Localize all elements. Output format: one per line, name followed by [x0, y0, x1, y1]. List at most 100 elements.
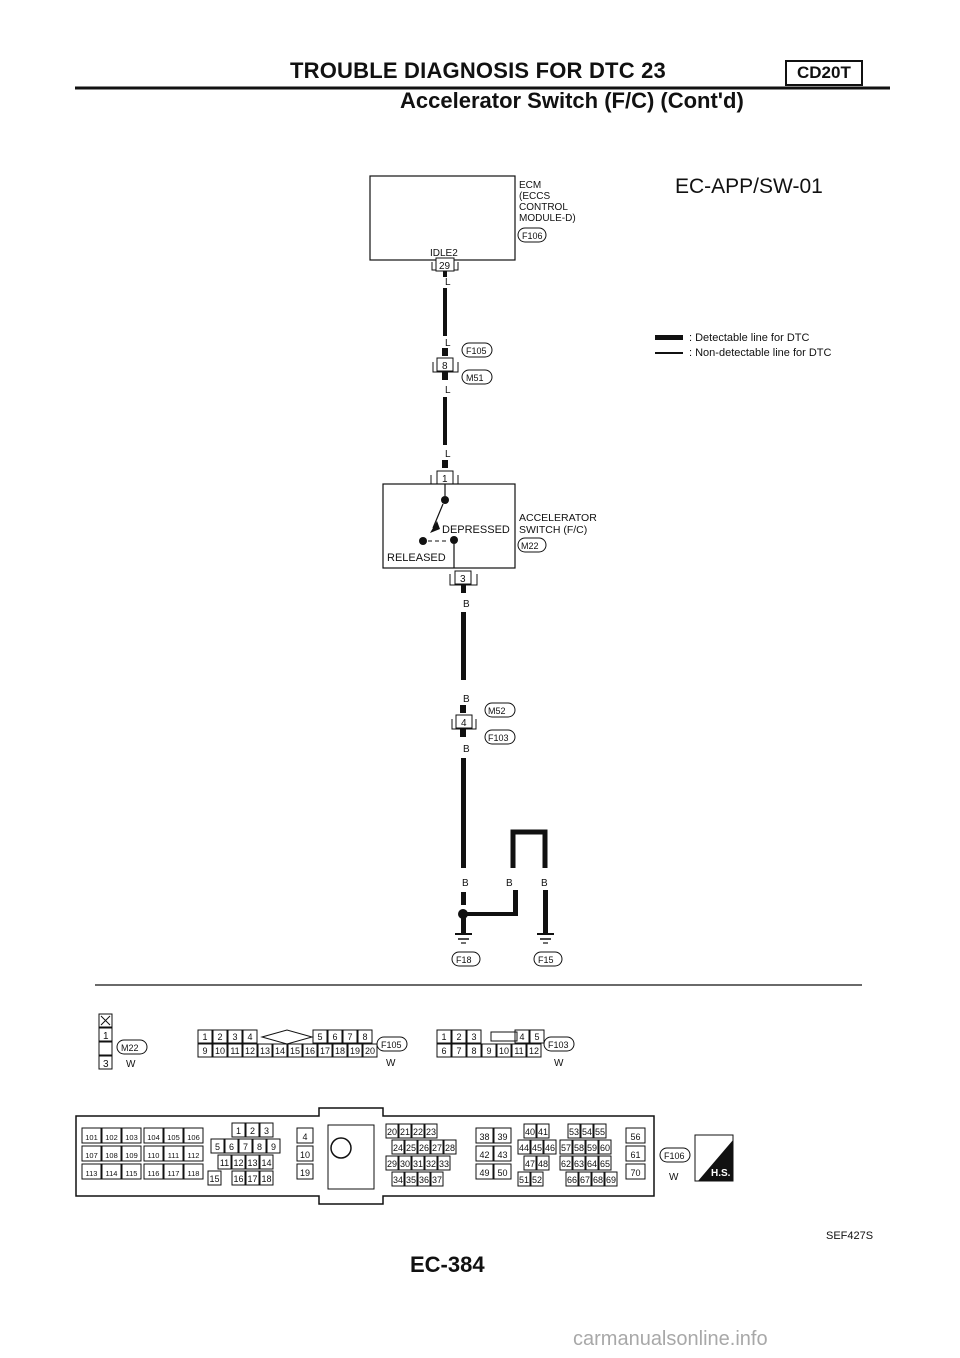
connector-pin-cell: [101, 1127, 122, 1144]
ecm-block: ECM (ECCS CONTROL MODULE-D) IDLE2 F106 2…: [369, 175, 576, 272]
connector-pin-label: 10: [215, 1046, 225, 1056]
f103-name: F103: [548, 1040, 569, 1050]
wire-color-l-2: L: [445, 338, 451, 349]
connector-pin-cell: [357, 1029, 373, 1044]
connector-pin-cell: [591, 1171, 605, 1187]
connector-pin-cell: [101, 1145, 122, 1162]
connector-pin-cell: [224, 1138, 239, 1154]
junction-2-conn-top: M52: [488, 706, 506, 716]
connector-pin-cell: [437, 1155, 451, 1171]
connector-pin-label: 116: [148, 1169, 160, 1178]
connector-pin-label: 110: [148, 1151, 160, 1160]
wire-b-loop: [510, 829, 548, 868]
connector-pin-label: 49: [479, 1168, 489, 1178]
connector-pin-label: 5: [534, 1032, 539, 1042]
connector-pin-cell: [197, 1029, 213, 1044]
connector-pin-cell: [475, 1127, 494, 1144]
connector-pin-label: 14: [261, 1158, 271, 1168]
connector-pin-label: 2: [217, 1032, 222, 1042]
connector-pin-cell: [436, 1029, 452, 1044]
connector-pin-cell: [183, 1127, 204, 1144]
connector-pin-label: 20: [365, 1046, 375, 1056]
connector-pin-label: 27: [432, 1143, 442, 1153]
ground-icon: [537, 933, 554, 944]
connector-pin-label: 21: [400, 1127, 410, 1137]
connector-pin-cell: [585, 1155, 599, 1171]
connector-pin-label: 33: [439, 1159, 449, 1169]
connector-pin-label: 19: [350, 1046, 360, 1056]
connector-pin-cell: [296, 1163, 314, 1180]
switch-arm: [432, 503, 444, 529]
connector-pin-label: 7: [243, 1142, 248, 1152]
connector-pin-cell: [493, 1127, 512, 1144]
connector-pin-label: 16: [305, 1046, 315, 1056]
connector-pin-cell: [625, 1163, 646, 1180]
connector-pin-cell: [475, 1145, 494, 1162]
connector-pin-label: 42: [479, 1150, 489, 1160]
connector-pin-cell: [424, 1155, 438, 1171]
splice-dot: [458, 909, 468, 919]
connector-pin-label: 7: [347, 1032, 352, 1042]
connector-pin-cell: [529, 1029, 545, 1044]
connector-pin-label: 32: [426, 1159, 436, 1169]
f106-housing: [75, 1107, 655, 1205]
connector-pin-cell: [327, 1029, 343, 1044]
connector-pin-cell: [580, 1123, 594, 1139]
connector-pin-cell: [598, 1155, 612, 1171]
connector-pin-label: 117: [168, 1169, 180, 1178]
ecm-label-2: (ECCS: [519, 191, 550, 202]
connector-pin-cell: [287, 1043, 303, 1058]
connector-pin-cell: [259, 1170, 274, 1186]
ecm-label-1: ECM: [519, 180, 541, 191]
hs-indicator-icon: [698, 1140, 733, 1181]
switch-connector-label: M22: [521, 541, 539, 551]
connector-pin-label: 36: [419, 1175, 429, 1185]
connector-pin-cell: [212, 1043, 228, 1058]
connector-pin-label: 12: [529, 1046, 539, 1056]
connector-pin-label: 3: [232, 1032, 237, 1042]
connector-pin-cell: [523, 1123, 537, 1139]
connector-pin-cell: [578, 1171, 592, 1187]
connector-pin-cell: [559, 1155, 573, 1171]
junction-2-conn-bottom: F103: [488, 733, 509, 743]
connector-pin-label: 48: [538, 1159, 548, 1169]
connector-pin-label: 28: [445, 1143, 455, 1153]
engine-badge: CD20T: [785, 60, 863, 86]
connector-pin-label: 107: [85, 1151, 98, 1160]
f105-color: W: [386, 1058, 396, 1069]
connector-pin-cell: [259, 1122, 274, 1138]
connector-pin-label: 12: [233, 1158, 243, 1168]
connector-pin-label: 59: [587, 1143, 597, 1153]
ground-label-2: F15: [538, 955, 554, 965]
connector-pin-cell: [231, 1122, 246, 1138]
page-number: EC-384: [410, 1252, 485, 1277]
connector-pin-cell: [362, 1043, 378, 1058]
junction-1-conn-bottom: M51: [466, 373, 484, 383]
connector-pin-label: 113: [86, 1169, 98, 1178]
connector-pin-cell: [511, 1043, 527, 1058]
switch-label-1: ACCELERATOR: [519, 512, 597, 524]
connector-pin-cell: [143, 1145, 164, 1162]
ground-icon: [455, 933, 472, 944]
legend: : Detectable line for DTC : Non-detectab…: [655, 330, 831, 360]
connector-pin-cell: [81, 1127, 102, 1144]
wire-color-b-1: B: [463, 599, 470, 610]
connector-pin-cell: [231, 1170, 246, 1186]
connector-pin-cell: [404, 1171, 418, 1187]
connector-pin-label: 30: [400, 1159, 410, 1169]
connector-pin-cell: [466, 1043, 482, 1058]
connector-pin-label: 41: [538, 1127, 548, 1137]
connector-pin-label: 39: [497, 1132, 507, 1142]
connector-pin-cell: [317, 1043, 333, 1058]
connector-pin-cell: [183, 1145, 204, 1162]
connector-pin-label: 45: [532, 1143, 542, 1153]
connector-pin-label: 11: [514, 1046, 523, 1056]
wire-color-b-4: B: [462, 878, 469, 889]
connector-pin-cell: [517, 1171, 531, 1187]
connector-pin-cell: [227, 1029, 243, 1044]
connector-pin-label: 37: [432, 1175, 442, 1185]
m22-pin-1: 1: [103, 1031, 109, 1042]
connector-pin-label: 47: [525, 1159, 535, 1169]
connector-pin-label: 102: [105, 1133, 118, 1142]
switch-arrow-icon: [430, 521, 440, 533]
